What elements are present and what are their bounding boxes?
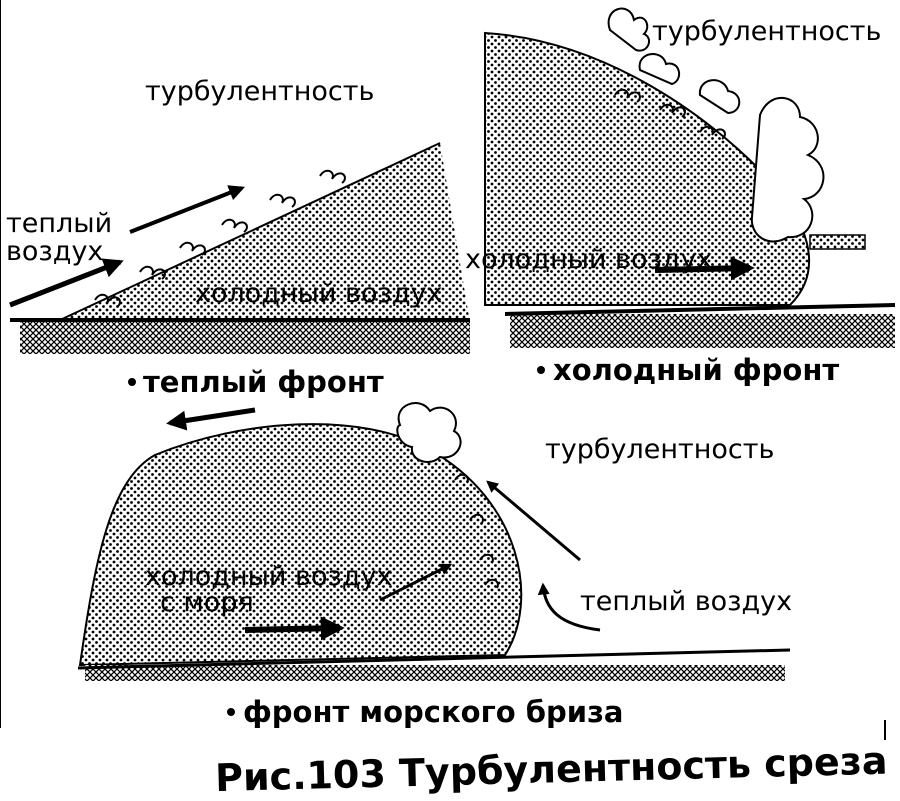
sea-breeze-ground-hatch — [85, 665, 785, 681]
sea-breeze-title-bullet — [227, 708, 235, 716]
sea-breeze-cumulus-cloud — [396, 402, 462, 463]
sea-breeze-turbulence-eddies — [454, 473, 499, 589]
cold-front-precipitation-patch — [809, 234, 866, 250]
warm-front-warm-air-arrow-upper — [129, 185, 245, 234]
warm-front-surface-line — [59, 142, 441, 321]
warm-front-warm-air-label-line1: теплый — [6, 208, 112, 239]
sea-breeze-cold-air-mass — [78, 423, 523, 667]
sea-breeze-ground-line — [77, 648, 791, 670]
cold-front-motion-arrow — [654, 256, 755, 281]
warm-front-title-bullet — [128, 378, 136, 386]
cold-front-cold-air-label: холодный воздух — [465, 244, 712, 275]
sea-breeze-surface-motion-arrow — [244, 616, 345, 641]
figure-caption: Рис.103 Турбулентность среза во фронтах — [215, 732, 900, 796]
cold-front-cumulus-clouds — [607, 7, 825, 243]
sea-breeze-title: фронт морского бриза — [243, 695, 624, 729]
sea-breeze-inner-rising-arrow — [379, 563, 453, 602]
warm-front-turbulence-eddies — [94, 169, 346, 308]
sea-breeze-warm-air-inflow-arrow — [537, 582, 601, 632]
sea-breeze-upper-return-arrow — [166, 407, 256, 431]
warm-front-ground-hatch — [20, 320, 470, 354]
sea-breeze-turbulence-label: турбулентность — [545, 434, 774, 465]
sea-breeze-warm-air-upslope-arrow — [486, 480, 581, 562]
cold-front-turbulence-eddies — [614, 88, 726, 140]
sea-breeze-front-panel: турбулентность холодный воздух с моря те… — [77, 402, 792, 729]
warm-front-cold-air-label: холодный воздух — [195, 278, 442, 309]
cold-front-title: холодный фронт — [553, 353, 839, 387]
sea-breeze-cold-air-label-line2: с моря — [160, 587, 254, 618]
cold-front-ground-hatch — [510, 314, 895, 348]
warm-front-panel: турбулентность теплый воздух холодный во… — [6, 76, 470, 399]
warm-front-warm-air-arrow-lower — [9, 258, 124, 308]
cold-front-ground-line — [504, 303, 896, 316]
warm-front-warm-air-label-line2: воздух — [6, 236, 103, 267]
cold-front-turbulence-label: турбулентность — [652, 16, 881, 47]
sea-breeze-cold-air-label-line1: холодный воздух — [145, 561, 392, 592]
warm-front-turbulence-label: турбулентность — [145, 76, 374, 107]
cold-front-panel: турбулентность холодный воздух холодный … — [465, 7, 896, 387]
cold-front-title-bullet — [537, 366, 545, 374]
sea-breeze-warm-air-label: теплый воздух — [580, 586, 792, 617]
warm-front-title: теплый фронт — [143, 365, 384, 399]
